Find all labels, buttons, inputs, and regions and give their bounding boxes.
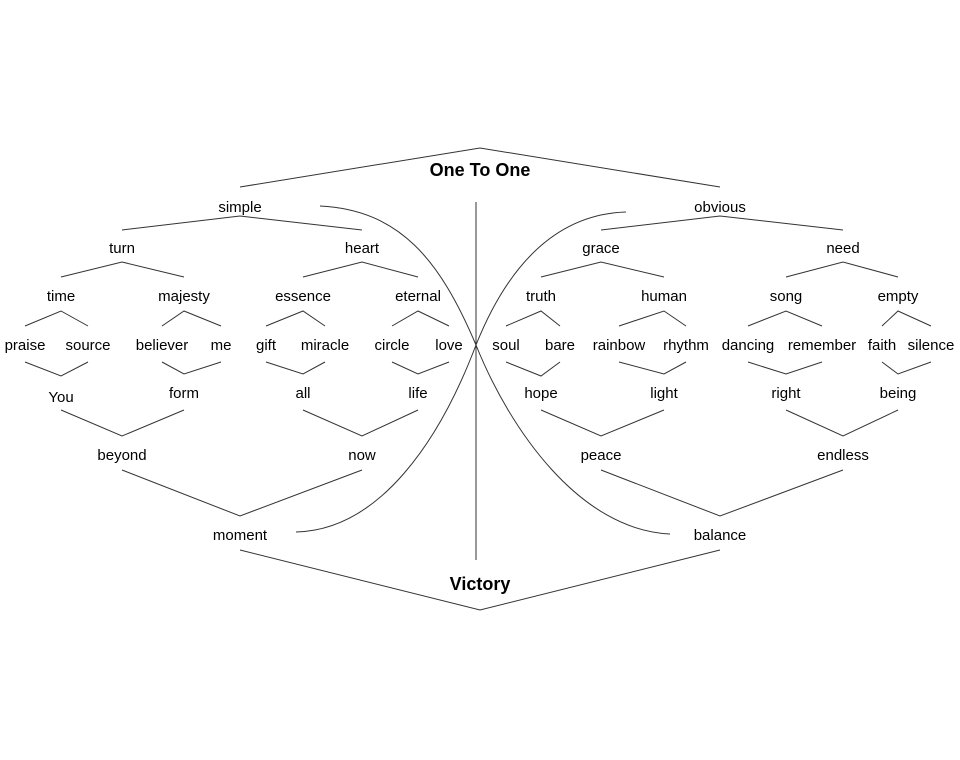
edge-to-being	[881, 361, 932, 375]
edge-to-moment	[121, 469, 363, 517]
word-node: heart	[345, 240, 380, 257]
edge-to-all	[265, 361, 326, 375]
edge-simple	[121, 215, 363, 231]
word-node: praise	[5, 337, 46, 354]
edge-truth	[505, 310, 561, 327]
word-node: empty	[878, 288, 919, 305]
word-node: time	[47, 288, 75, 305]
word-node: bare	[545, 337, 575, 354]
edge-to-peace	[540, 409, 665, 437]
word-node: obvious	[694, 199, 746, 216]
title-top: One To One	[430, 160, 531, 180]
edge-grace	[540, 261, 665, 278]
curve-center-to-balance	[475, 344, 671, 535]
edge-time	[24, 310, 89, 327]
word-node: silence	[908, 337, 955, 354]
word-node: source	[65, 337, 110, 354]
word-node: believer	[136, 337, 189, 354]
word-node: need	[826, 240, 859, 257]
right-tree: obvious grace need truth human song empt…	[492, 199, 954, 544]
word-node: right	[771, 385, 801, 402]
word-node: essence	[275, 288, 331, 305]
edge-heart	[302, 261, 419, 278]
curve-simple-to-center	[319, 205, 477, 346]
word-node: majesty	[158, 288, 210, 305]
edge-to-you	[24, 361, 89, 377]
word-node: gift	[256, 337, 277, 354]
word-node: soul	[492, 337, 520, 354]
word-node: balance	[694, 527, 747, 544]
edge-to-right	[747, 361, 823, 375]
left-tree: simple turn heart time majesty essence e…	[5, 199, 463, 544]
word-node: peace	[581, 447, 622, 464]
edge-empty	[881, 310, 932, 327]
word-node: me	[211, 337, 232, 354]
word-node: beyond	[97, 447, 146, 464]
edge-to-hope	[505, 361, 561, 377]
word-node: rhythm	[663, 337, 709, 354]
word-node: simple	[218, 199, 261, 216]
word-node: hope	[524, 385, 557, 402]
edge-obvious	[600, 215, 844, 231]
word-node: being	[880, 385, 917, 402]
edge-human	[618, 310, 687, 327]
word-node: dancing	[722, 337, 775, 354]
word-node: remember	[788, 337, 856, 354]
word-node: love	[435, 337, 463, 354]
word-node: rainbow	[593, 337, 646, 354]
word-node: now	[348, 447, 376, 464]
title-bottom: Victory	[450, 574, 511, 594]
base-v-line	[239, 549, 721, 611]
word-node: grace	[582, 240, 620, 257]
edge-song	[747, 310, 823, 327]
edge-need	[785, 261, 899, 278]
edge-essence	[265, 310, 326, 327]
edge-to-balance	[600, 469, 844, 517]
word-node: miracle	[301, 337, 349, 354]
word-node: faith	[868, 337, 896, 354]
edge-to-life	[391, 361, 450, 375]
word-node: life	[408, 385, 427, 402]
connector-lines	[24, 147, 932, 611]
word-node: light	[650, 385, 678, 402]
word-node: human	[641, 288, 687, 305]
edge-to-form	[161, 361, 222, 375]
word-node: You	[48, 389, 73, 406]
word-node: endless	[817, 447, 869, 464]
word-node: circle	[374, 337, 409, 354]
word-node: all	[295, 385, 310, 402]
curve-center-to-moment	[295, 344, 477, 533]
edge-to-now	[302, 409, 419, 437]
edge-to-endless	[785, 409, 899, 437]
edge-eternal	[391, 310, 450, 327]
edge-turn	[60, 261, 185, 278]
edge-majesty	[161, 310, 222, 327]
word-node: turn	[109, 240, 135, 257]
word-node: form	[169, 385, 199, 402]
edge-to-light	[618, 361, 687, 375]
edge-to-beyond	[60, 409, 185, 437]
word-node: eternal	[395, 288, 441, 305]
word-node: moment	[213, 527, 268, 544]
roof-line	[239, 147, 721, 188]
word-node: song	[770, 288, 803, 305]
curve-obvious-to-center	[475, 211, 627, 346]
word-node: truth	[526, 288, 556, 305]
